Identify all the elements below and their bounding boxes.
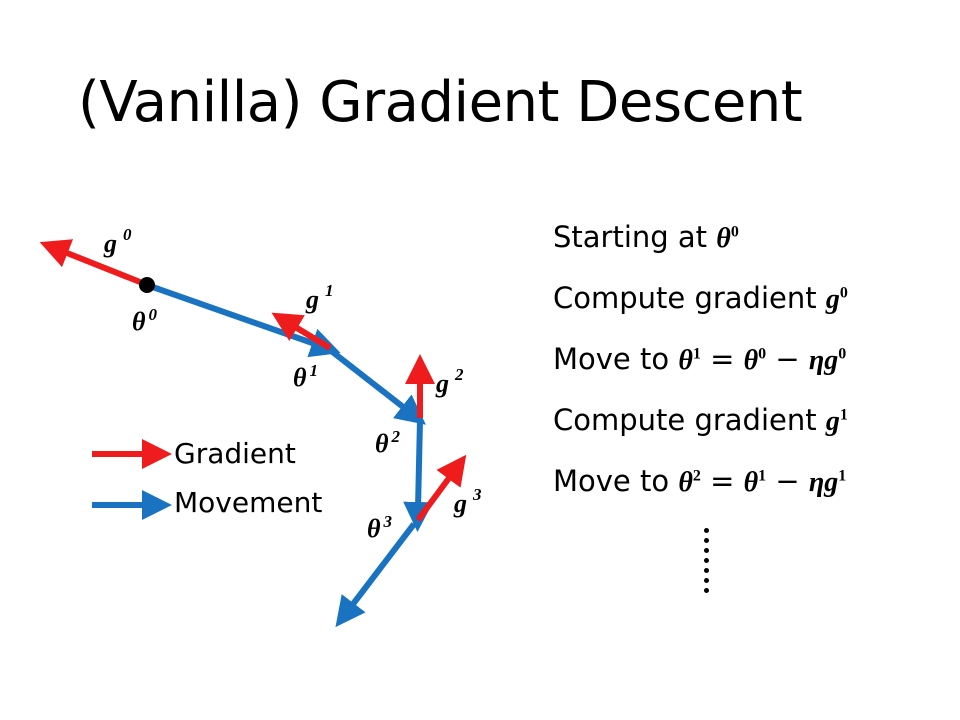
legend-movement-label: Movement <box>174 486 323 519</box>
movement-arrow-2 <box>328 347 426 425</box>
gradient-arrow-3 <box>415 454 467 522</box>
movement-arrow-3 <box>403 419 434 532</box>
step-4: Compute gradient g1 <box>553 403 848 437</box>
gradient-arrow-0 <box>39 239 142 285</box>
legend-gradient-label: Gradient <box>174 437 296 470</box>
start-point <box>139 277 155 293</box>
gradient-arrow-1 <box>271 312 332 351</box>
step-1: Starting at θ0 <box>553 220 739 254</box>
slide-title: (Vanilla) Gradient Descent <box>78 70 803 135</box>
movement-arrow-1 <box>146 282 341 358</box>
step-2: Compute gradient g0 <box>553 281 848 315</box>
step-3: Move to θ1 = θ0 − ηg0 <box>553 342 847 376</box>
step-5: Move to θ2 = θ1 − ηg1 <box>553 464 847 498</box>
movement-arrow-4 <box>335 522 417 628</box>
continuation-ellipsis <box>700 528 712 598</box>
